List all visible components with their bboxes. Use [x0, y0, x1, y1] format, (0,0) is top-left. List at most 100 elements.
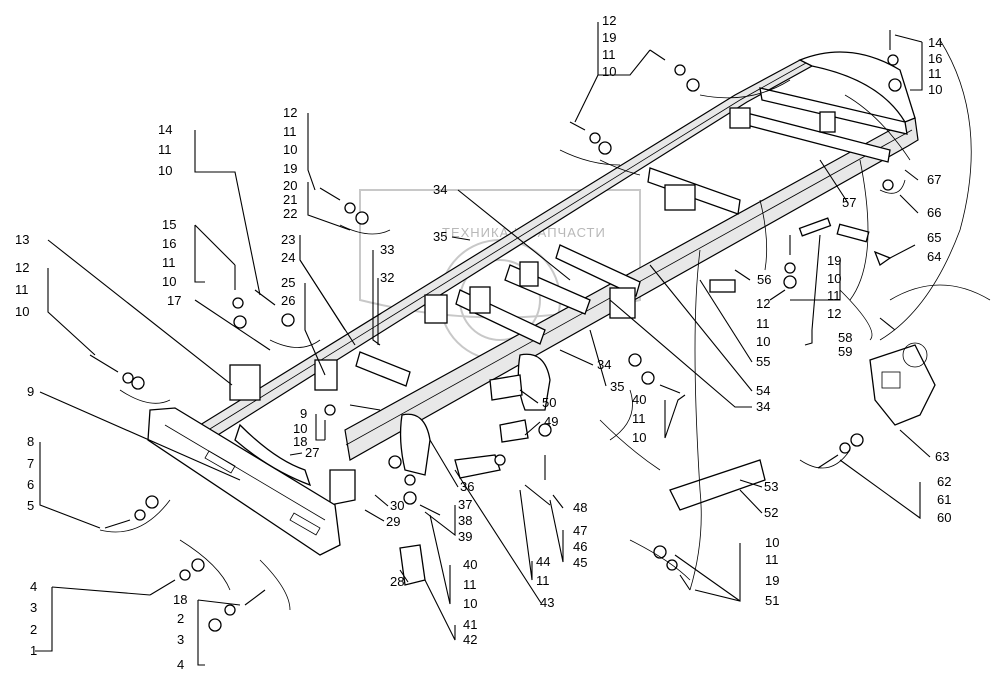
label-12: 12	[756, 296, 770, 311]
label-12: 12	[283, 105, 297, 120]
label-16: 16	[928, 51, 942, 66]
callout-c39: 29	[386, 514, 400, 529]
callout-c29: 34	[597, 357, 611, 372]
label-11: 11	[928, 66, 942, 81]
label-58: 58	[838, 330, 852, 345]
callout-c43: 47 46 45	[573, 523, 587, 570]
label-3: 3	[177, 632, 184, 647]
label-11: 11	[765, 552, 779, 567]
callout-c24: 58 59	[838, 330, 852, 359]
label-46: 46	[573, 539, 587, 554]
label-14: 14	[928, 35, 942, 50]
label-51: 51	[765, 593, 779, 608]
label-11: 11	[536, 573, 550, 588]
label-19: 19	[827, 253, 841, 268]
label-29: 29	[386, 514, 400, 529]
label-24: 24	[281, 250, 295, 265]
label-45: 45	[573, 555, 587, 570]
label-39: 39	[458, 529, 472, 544]
label-60: 60	[937, 510, 951, 525]
label-35: 35	[433, 229, 447, 244]
label-59: 59	[838, 344, 852, 359]
callout-c26: 54	[756, 383, 770, 398]
leader-lines	[35, 22, 931, 666]
callout-c25: 55	[756, 354, 770, 369]
callout-c41: 37 38 39	[458, 497, 472, 544]
callout-c35: 9	[27, 384, 34, 399]
callout-c1: 12 19 11 10	[602, 13, 616, 79]
cables	[599, 39, 972, 591]
label-44: 44	[536, 554, 550, 569]
label-53: 53	[764, 479, 778, 494]
group-arcs	[99, 79, 991, 611]
label-10: 10	[162, 274, 176, 289]
callout-c7: 17	[167, 293, 181, 308]
label-35: 35	[610, 379, 624, 394]
label-7: 7	[27, 456, 34, 471]
rear-hitch	[869, 344, 936, 426]
label-6: 6	[27, 477, 34, 492]
label-4: 4	[30, 579, 37, 594]
label-18: 18	[173, 592, 187, 607]
label-30: 30	[390, 498, 404, 513]
label-15: 15	[162, 217, 176, 232]
label-23: 23	[281, 232, 295, 247]
label-37: 37	[458, 497, 472, 512]
label-22: 22	[283, 206, 297, 221]
label-26: 26	[281, 293, 295, 308]
label-2: 2	[177, 611, 184, 626]
label-20: 20	[283, 178, 297, 193]
label-49: 49	[544, 414, 558, 429]
callout-c30: 50	[542, 395, 556, 410]
label-11: 11	[632, 411, 646, 426]
callout-c2: 14 16 11 10	[928, 35, 942, 97]
front-cross-member	[234, 423, 312, 487]
label-10: 10	[158, 163, 172, 178]
label-12: 12	[827, 306, 841, 321]
callout-c42: 48	[573, 500, 587, 515]
callout-c17: 67	[927, 172, 941, 187]
label-11: 11	[15, 282, 29, 297]
label-21: 21	[283, 192, 297, 207]
label-10: 10	[827, 271, 841, 286]
callout-c51: 10 11 19 51	[765, 535, 779, 608]
callout-c38: 30	[390, 498, 404, 513]
label-34: 34	[756, 399, 770, 414]
label-11: 11	[463, 577, 477, 592]
callout-c34: 62 61 60	[937, 474, 951, 525]
label-33: 33	[380, 242, 394, 257]
callout-c47: 40 11 10	[463, 557, 477, 611]
label-27: 27	[305, 445, 319, 460]
frame-brackets	[229, 107, 836, 401]
label-1: 1	[30, 643, 37, 658]
callout-c5: 14 11 10	[158, 122, 172, 178]
rear-frame-end	[798, 51, 916, 123]
label-65: 65	[927, 230, 941, 245]
label-19: 19	[283, 161, 297, 176]
label-57: 57	[842, 195, 856, 210]
label-14: 14	[158, 122, 172, 137]
label-66: 66	[927, 205, 941, 220]
callout-c27: 34	[756, 399, 770, 414]
step-bracket	[669, 459, 766, 511]
label-5: 5	[27, 498, 34, 513]
callout-c8: 13	[15, 232, 29, 247]
callout-c36: 8 7 6 5	[27, 434, 34, 513]
label-3: 3	[30, 600, 37, 615]
callout-c12: 9 10 18	[293, 406, 307, 449]
callout-c49: 43	[540, 595, 554, 610]
callout-c19: 66	[927, 205, 941, 220]
callout-c48: 28	[390, 574, 404, 589]
callout-c53: 18 2 3 4	[173, 592, 187, 672]
label-42: 42	[463, 632, 477, 647]
label-9: 9	[27, 384, 34, 399]
callout-c3: 12 11 10 19	[283, 105, 297, 176]
callout-c16: 34	[433, 182, 447, 197]
callout-c31: 40 11 10	[632, 392, 646, 445]
callout-c33: 63	[935, 449, 949, 464]
callout-c20: 65 64	[927, 230, 941, 264]
callout-c14: 32	[380, 270, 394, 285]
label-28: 28	[390, 574, 404, 589]
label-11: 11	[827, 288, 841, 303]
